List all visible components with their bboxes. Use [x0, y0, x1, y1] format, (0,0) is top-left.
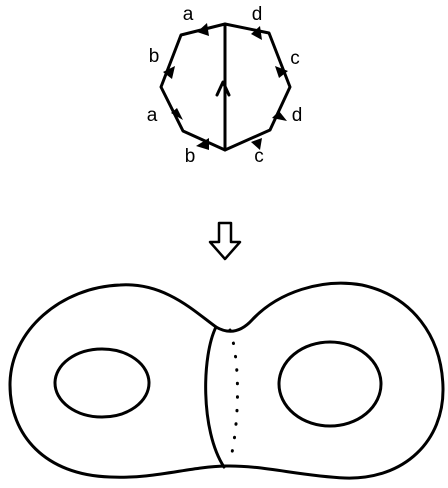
right-hole: [279, 342, 381, 426]
octagon-polygon: a d b c a d b c: [147, 4, 303, 167]
chord-arrow-icon: [217, 82, 229, 95]
edge-arrow-icon: [251, 26, 262, 40]
down-arrow-icon: [210, 223, 240, 259]
edge-label-upper-left: b: [149, 46, 160, 67]
edge-label-lower-left: a: [147, 105, 158, 126]
edge-label-top-right: d: [252, 4, 263, 25]
separating-curve-back: [230, 330, 238, 462]
edge-label-lower-right: d: [292, 105, 303, 126]
separating-curve-front: [206, 327, 224, 467]
double-torus: [10, 283, 443, 478]
edge-label-upper-right: c: [290, 48, 300, 69]
left-hole: [55, 349, 149, 417]
edge-label-bottom-right: c: [254, 146, 264, 167]
edge-label-top-left: a: [183, 4, 194, 25]
edge-label-bottom-left: b: [185, 146, 196, 167]
double-torus-outline: [10, 283, 443, 478]
